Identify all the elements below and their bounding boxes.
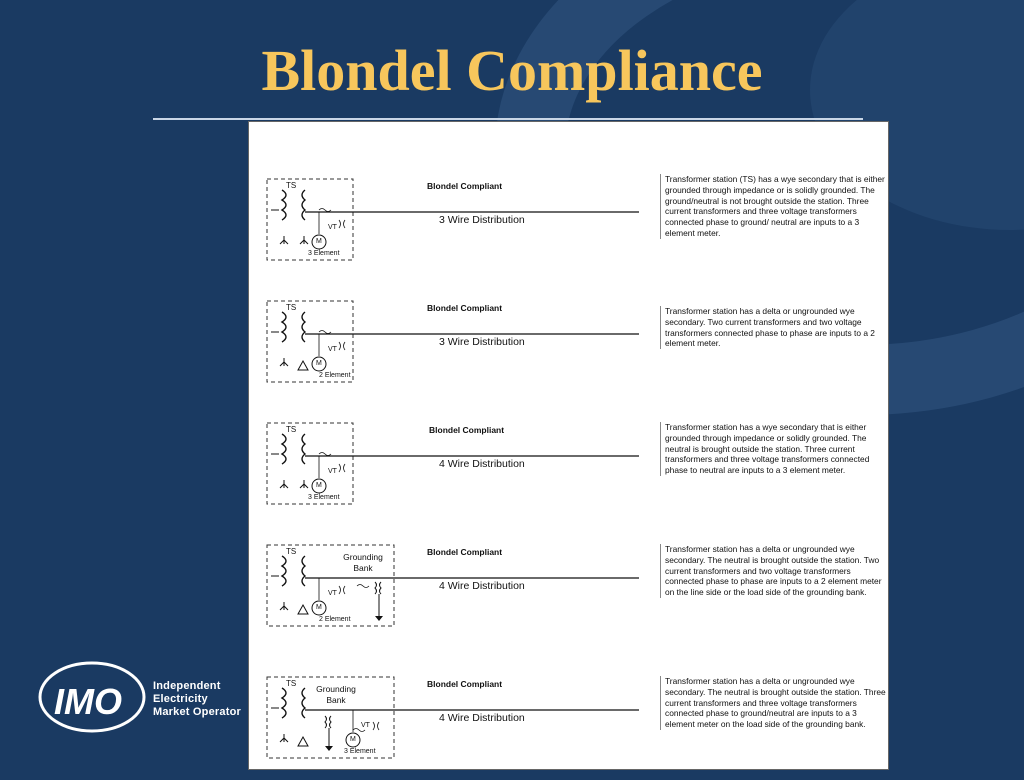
diagram-description: Transformer station has a wye secondary … xyxy=(660,422,888,476)
distribution-label: 4 Wire Distribution xyxy=(439,458,525,470)
vt-label: VT xyxy=(328,590,337,597)
element-label: 3 Element xyxy=(308,250,340,257)
imo-logo: IMO xyxy=(38,661,146,733)
logo-line-3: Market Operator xyxy=(153,706,241,718)
schematic-1 xyxy=(266,178,639,261)
logo-text: Independent Electricity Market Operator xyxy=(153,680,241,719)
diagram-description: Transformer station has a delta or ungro… xyxy=(660,306,888,350)
ts-label: TS xyxy=(286,679,297,688)
vt-label: VT xyxy=(361,722,370,729)
diagram-description: Transformer station has a delta or ungro… xyxy=(660,676,888,730)
meter-label: M xyxy=(316,360,322,367)
compliance-label: Blondel Compliant xyxy=(429,425,505,435)
diagram-description: Transformer station has a delta or ungro… xyxy=(660,544,888,598)
vt-label: VT xyxy=(328,468,337,475)
diagram-row-2: TS VT M 2 Element Blondel Compliant 3 Wi… xyxy=(249,294,888,404)
distribution-label: 3 Wire Distribution xyxy=(439,336,525,348)
compliance-label: Blondel Compliant xyxy=(427,181,503,191)
schematic-3 xyxy=(266,422,639,505)
ts-label: TS xyxy=(286,181,297,190)
vt-label: VT xyxy=(328,346,337,353)
grounding-bank-label: Grounding Bank xyxy=(343,552,383,573)
compliance-label: Blondel Compliant xyxy=(427,547,503,557)
compliance-label: Blondel Compliant xyxy=(427,303,503,313)
compliance-label: Blondel Compliant xyxy=(427,679,503,689)
diagram-row-3: TS VT M 3 Element Blondel Compliant 4 Wi… xyxy=(249,416,888,526)
diagram-description: Transformer station (TS) has a wye secon… xyxy=(660,174,888,239)
title-divider xyxy=(153,118,863,120)
logo-line-1: Independent xyxy=(153,680,221,692)
slide-title: Blondel Compliance xyxy=(261,38,763,103)
distribution-label: 4 Wire Distribution xyxy=(439,580,525,592)
element-label: 3 Element xyxy=(308,494,340,501)
schematic-5 xyxy=(266,676,639,759)
ts-label: TS xyxy=(286,303,297,312)
schematic-4 xyxy=(266,544,639,627)
vt-label: VT xyxy=(328,224,337,231)
distribution-label: 3 Wire Distribution xyxy=(439,214,525,226)
meter-label: M xyxy=(316,238,322,245)
diagram-row-5: TS Grounding Bank VT M 3 Element Blondel… xyxy=(249,670,888,780)
logo-line-2: Electricity xyxy=(153,693,208,705)
diagram-panel: TS VT M 3 Element Blondel Compliant 3 Wi… xyxy=(248,121,889,770)
ts-label: TS xyxy=(286,425,297,434)
meter-label: M xyxy=(350,736,356,743)
ts-label: TS xyxy=(286,547,297,556)
element-label: 2 Element xyxy=(319,616,351,623)
element-label: 2 Element xyxy=(319,372,351,379)
meter-label: M xyxy=(316,604,322,611)
schematic-2 xyxy=(266,300,639,383)
element-label: 3 Element xyxy=(344,748,376,755)
grounding-bank-label: Grounding Bank xyxy=(316,684,356,705)
distribution-label: 4 Wire Distribution xyxy=(439,712,525,724)
logo-mark: IMO xyxy=(54,681,122,722)
meter-label: M xyxy=(316,482,322,489)
diagram-row-1: TS VT M 3 Element Blondel Compliant 3 Wi… xyxy=(249,172,888,282)
diagram-row-4: TS Grounding Bank VT M 2 Element Blondel… xyxy=(249,538,888,648)
